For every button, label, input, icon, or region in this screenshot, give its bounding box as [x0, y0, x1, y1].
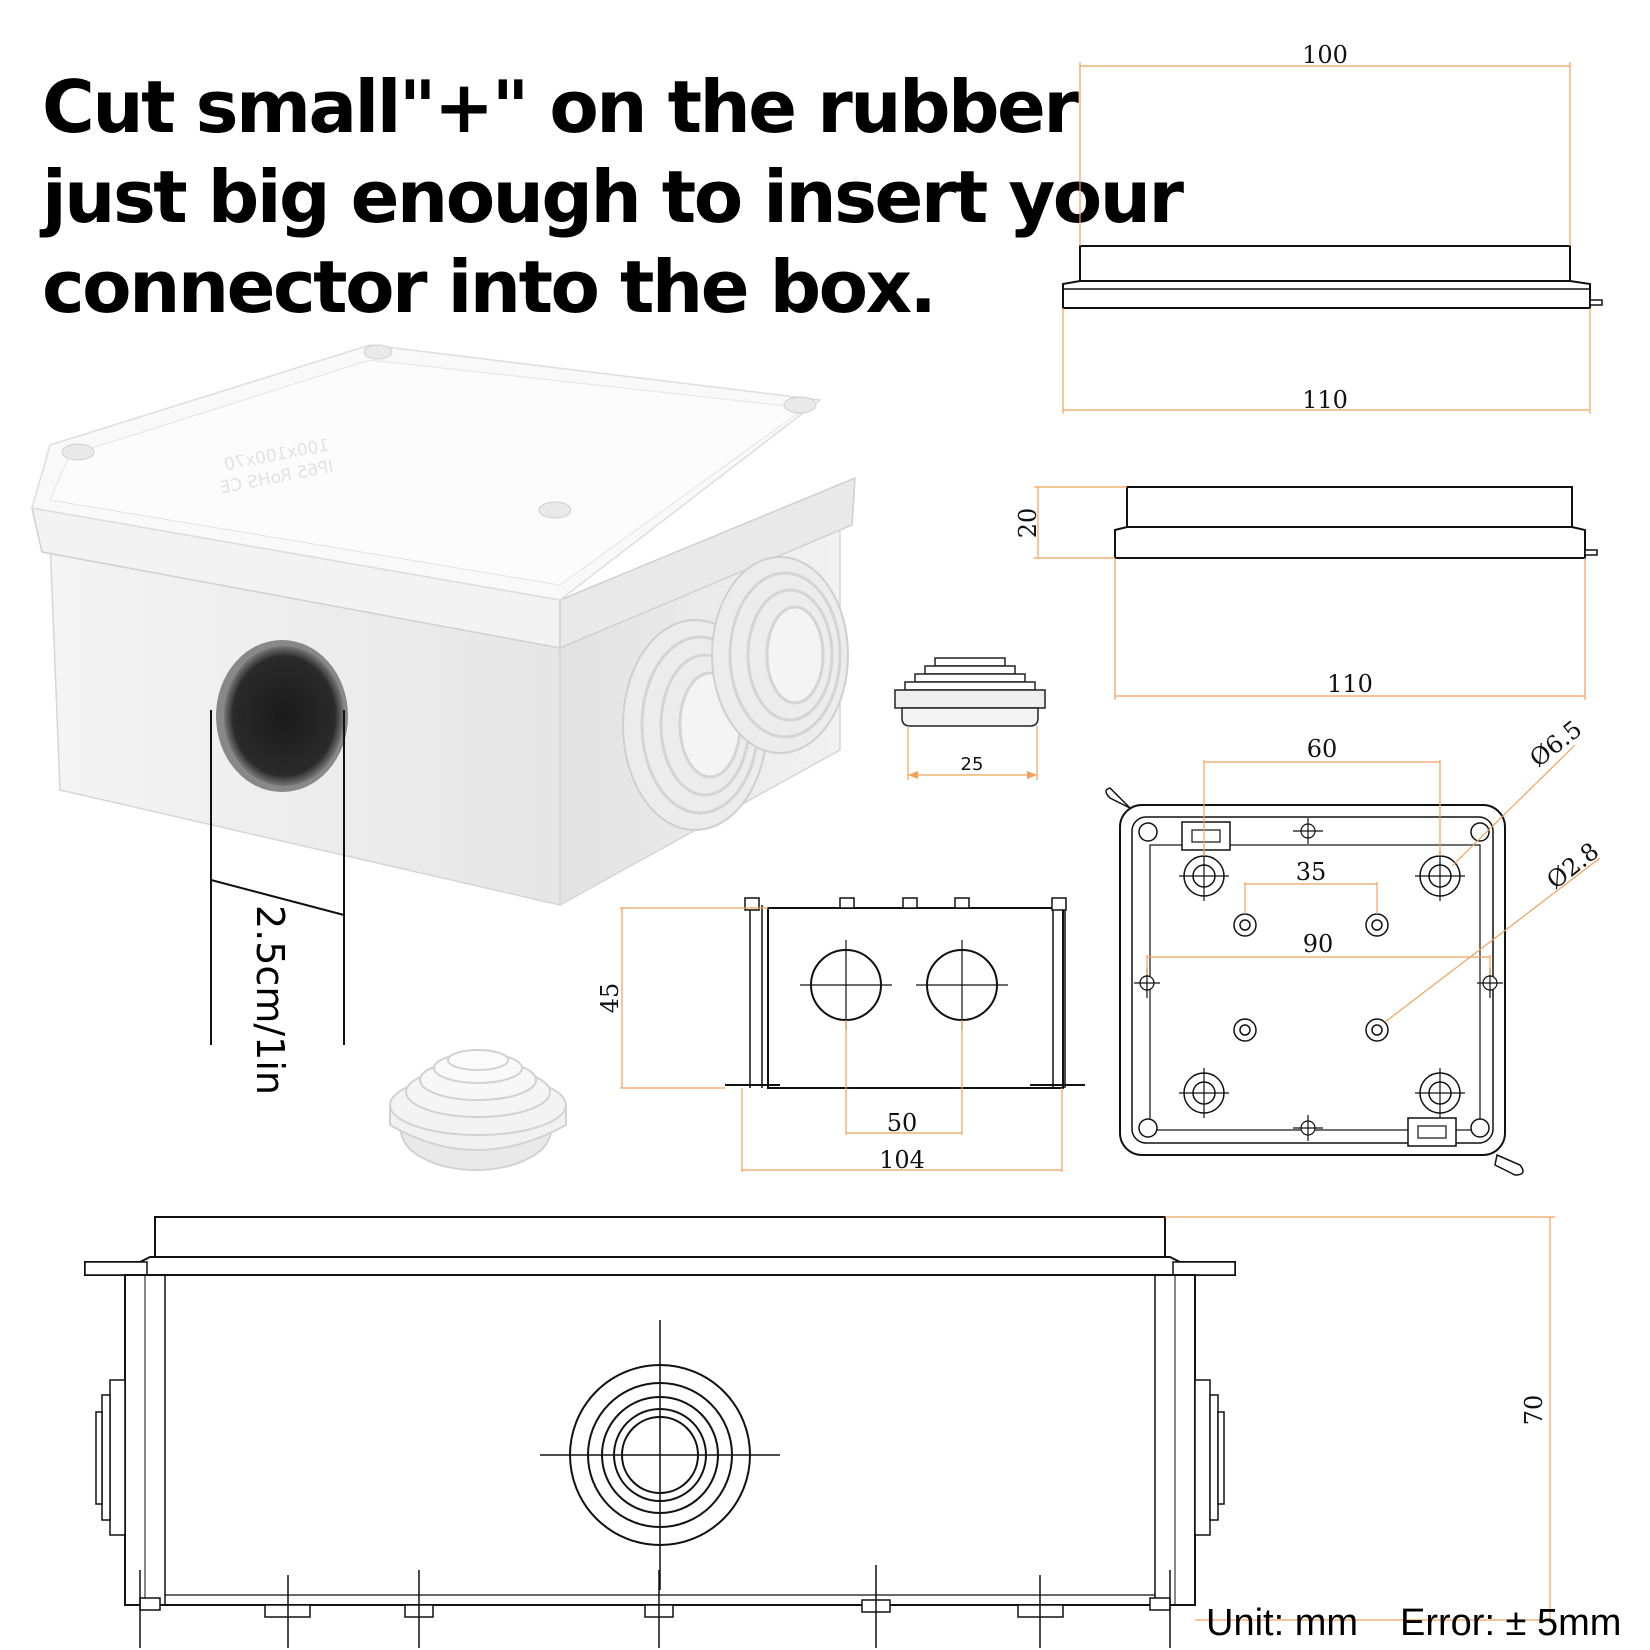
plan-view-drawing: 60 Ø6.5 35 Ø2.8 90	[1105, 715, 1604, 1176]
lid-drawing-top: 100 110	[1062, 41, 1603, 414]
dim-outer-spacing: 90	[1303, 930, 1334, 958]
footer-error: Error: ± 5mm	[1400, 1602, 1622, 1644]
footer-unit: Unit: mm	[1206, 1602, 1358, 1644]
front-view-drawing: 70	[84, 1216, 1555, 1648]
headline-line-1: Cut small"+" on the rubber	[42, 65, 1079, 149]
headline: Cut small"+" on the rubber just big enou…	[42, 62, 1184, 332]
gland-drawing: 25	[894, 657, 1046, 780]
dim-lid-height: 20	[1014, 508, 1042, 539]
lid-drawing-profile: 20 110	[1014, 486, 1598, 700]
dim-lid-top: 100	[1302, 41, 1348, 69]
dim-lid-width: 110	[1327, 670, 1373, 698]
dim-mount-spacing: 60	[1307, 735, 1338, 763]
dim-inner-spacing: 35	[1296, 858, 1327, 886]
side-view-drawing: 45 50 104	[596, 897, 1085, 1174]
dim-side-height: 45	[596, 983, 624, 1014]
dim-gland-width: 25	[961, 754, 984, 775]
side-rubber-glands	[622, 556, 849, 831]
junction-box-photo: 100x100x70 IP65 RoHS CE 2.5cm/1in	[31, 344, 856, 1095]
rubber-gland-photo	[389, 1049, 567, 1171]
dim-side-width: 104	[879, 1146, 925, 1174]
dim-box-height: 70	[1520, 1395, 1548, 1426]
headline-line-3: connector into the box.	[42, 245, 937, 329]
hole-size-label: 2.5cm/1in	[248, 905, 292, 1095]
dim-hole-diameter-small: Ø2.8	[1541, 837, 1604, 895]
dim-lid-bottom: 110	[1302, 386, 1348, 414]
dim-hole-spacing: 50	[887, 1109, 918, 1137]
headline-line-2: just big enough to insert your	[42, 155, 1184, 239]
